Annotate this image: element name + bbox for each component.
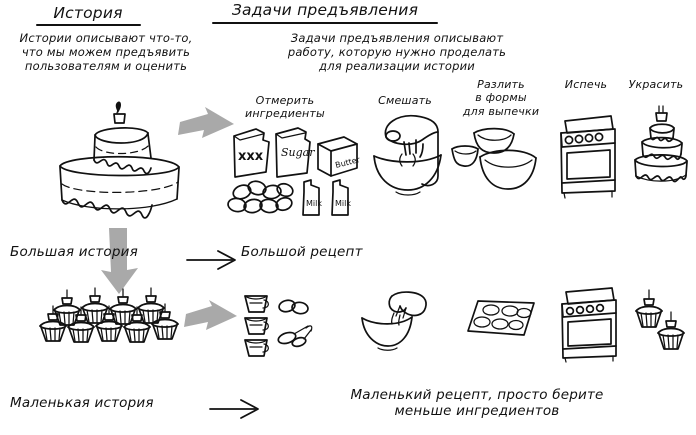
story-description: Истории описывают что-то, что мы можем п… <box>19 31 193 74</box>
measuring-cups-icon <box>244 295 313 357</box>
heading-story-underline <box>36 24 141 26</box>
row-2-recipe-label: Маленький рецепт, просто берите меньше и… <box>350 387 604 420</box>
oven-icon-mid <box>561 287 617 363</box>
caption-mix: Смешать <box>378 94 432 107</box>
milk-left-label: Milk <box>306 199 322 208</box>
tasks-description: Задачи предъявления описывают работу, ко… <box>287 31 507 74</box>
thin-arrow-row-1 <box>186 250 236 270</box>
big-cake-icon <box>59 101 180 219</box>
gray-arrow-story-down <box>101 228 138 294</box>
row-1-story-label: Большая история <box>10 244 138 260</box>
caption-pour: Разлить в формы для выпечки <box>462 78 540 118</box>
row-1-recipe-label: Большой рецепт <box>241 244 363 260</box>
decorated-cake-icon <box>634 105 688 183</box>
oven-icon-top <box>560 115 616 199</box>
heading-story: История <box>53 4 123 22</box>
ingredients-icon: xxx Sugar Butter Milk Milk <box>227 127 361 216</box>
caption-decorate: Украсить <box>628 78 684 91</box>
gray-arrow-big-story-to-recipe <box>184 300 237 330</box>
caption-measure: Отмерить ингредиенты <box>245 94 325 121</box>
two-cupcakes-icon <box>635 289 685 350</box>
baking-pans-icon <box>451 127 537 190</box>
cupcakes-group-icon <box>39 287 179 343</box>
muffin-tin-icon <box>467 300 535 336</box>
sugar-label: Sugar <box>281 146 315 159</box>
row-2-story-label: Маленькая история <box>10 395 154 411</box>
milk-right-label: Milk <box>335 199 351 208</box>
hand-mixer-bowl-icon <box>361 291 427 351</box>
heading-tasks-underline <box>212 22 438 24</box>
caption-bake: Испечь <box>564 78 608 91</box>
thin-arrow-row-2 <box>209 399 259 419</box>
heading-tasks: Задачи предъявления <box>231 1 419 19</box>
stand-mixer-icon <box>373 114 442 196</box>
flour-label: xxx <box>238 149 264 164</box>
gray-arrow-story-to-tasks <box>178 107 234 138</box>
